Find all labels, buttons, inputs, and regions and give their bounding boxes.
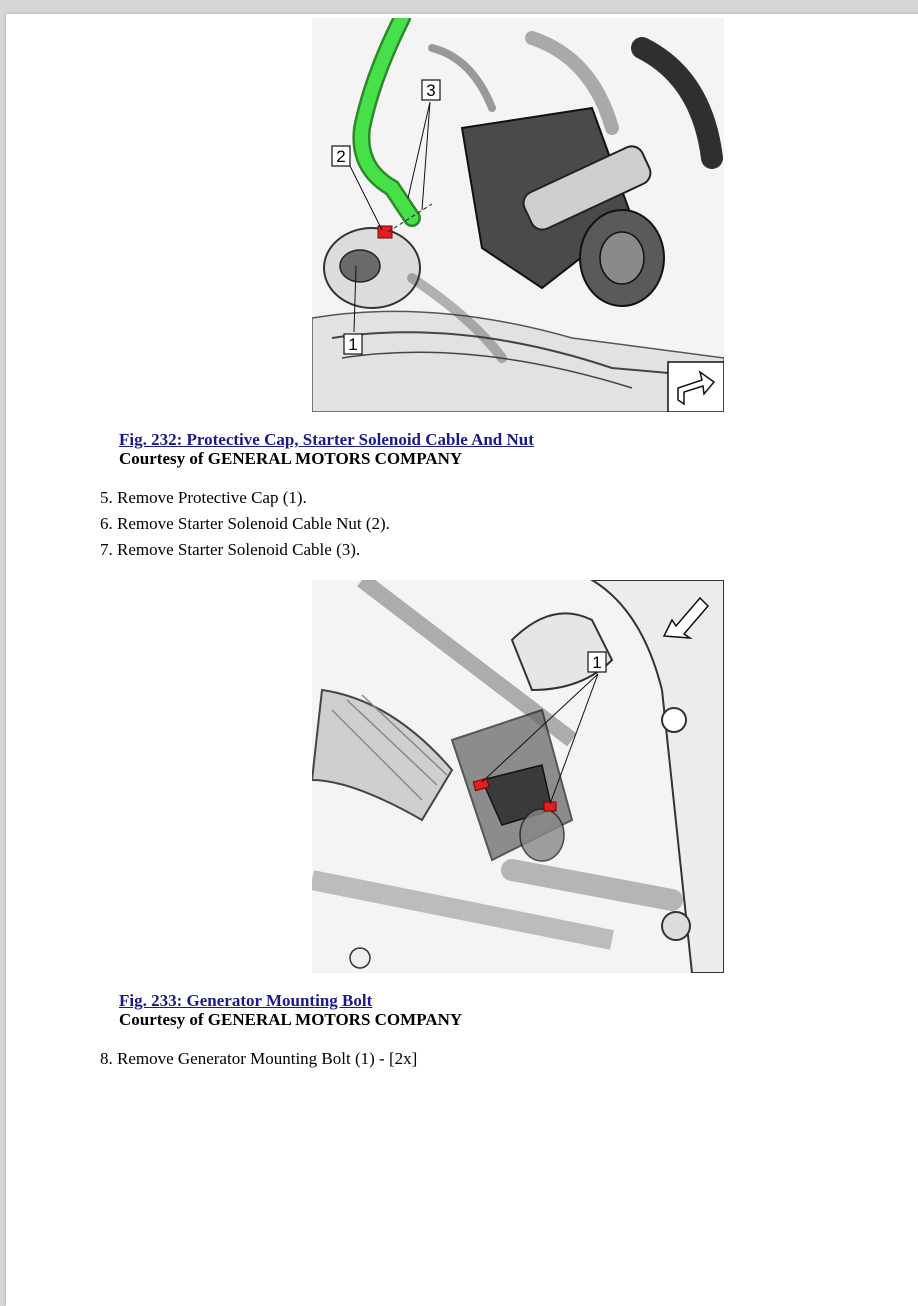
figure-232-courtesy: Courtesy of GENERAL MOTORS COMPANY: [119, 449, 463, 468]
figure-233-drawing: 1: [312, 580, 724, 973]
figure-232-illustration: 3 2 1: [312, 18, 724, 412]
removal-steps-list: 5. Remove Protective Cap (1). 6. Remove …: [100, 485, 390, 563]
figure-233-illustration: 1: [312, 580, 724, 973]
figure-232-drawing: 3 2 1: [312, 18, 724, 412]
step-7: 7. Remove Starter Solenoid Cable (3).: [100, 540, 361, 559]
step-8: 8. Remove Generator Mounting Bolt (1) - …: [100, 1049, 418, 1068]
document-page: 3 2 1 Fig. 232: Protective Cap, Starter …: [6, 14, 918, 1306]
figure-233-caption: Fig. 233: Generator Mounting Bolt Courte…: [119, 991, 462, 1029]
figure-232-caption: Fig. 232: Protective Cap, Starter Soleno…: [119, 430, 534, 468]
figure-233-courtesy: Courtesy of GENERAL MOTORS COMPANY: [119, 1010, 463, 1029]
callout-1: 1: [592, 653, 601, 672]
removal-steps-list-2: 8. Remove Generator Mounting Bolt (1) - …: [100, 1046, 417, 1072]
step-5: 5. Remove Protective Cap (1).: [100, 488, 307, 507]
forward-arrow-icon: [662, 596, 710, 639]
figure-232-link[interactable]: Fig. 232: Protective Cap, Starter Soleno…: [119, 430, 534, 449]
forward-arrow-icon: [667, 361, 724, 412]
callout-3: 3: [426, 81, 435, 100]
step-6: 6. Remove Starter Solenoid Cable Nut (2)…: [100, 514, 390, 533]
callout-1: 1: [348, 335, 357, 354]
callout-2: 2: [336, 147, 345, 166]
figure-233-link[interactable]: Fig. 233: Generator Mounting Bolt: [119, 991, 373, 1010]
